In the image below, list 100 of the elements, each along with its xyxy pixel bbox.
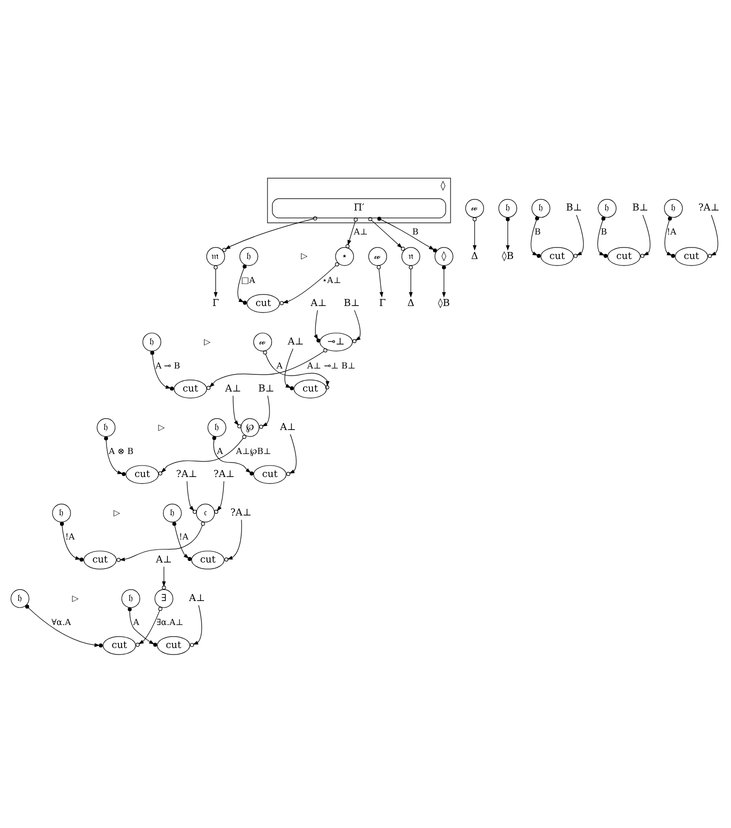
node-text: Γ [379,298,386,309]
node-text: ◊B [502,250,514,262]
node-circle: 𝓌 [465,199,484,218]
node-ellipse: cut [246,294,280,313]
arrow [376,265,384,298]
arrow [352,310,361,344]
arrow [346,218,358,248]
node-text: B⊥ [566,202,582,214]
node-circle: ℘ [240,418,260,437]
node-ellipse: cut [156,636,190,655]
arrow [60,522,84,562]
arrow [472,217,477,251]
arrow [128,607,158,647]
label: ▷ [114,507,120,518]
node-ellipse: cut [607,247,641,266]
arrow [442,265,446,298]
edge-label: A⊥ [354,226,368,236]
edge-label: B [600,226,607,236]
arrow [104,436,126,476]
node-text: B⊥ [344,298,360,309]
arrow [214,480,224,514]
arrow [368,217,405,251]
arrow [640,214,650,258]
edge-label: ∀α.A [51,617,71,628]
arrow [280,262,339,306]
node-text: Γ [212,298,220,309]
node-text: A⊥ [189,592,206,604]
arrow [214,265,218,298]
edge-label: A⊥℘B⊥ [236,446,272,456]
node-text: A⊥ [225,383,242,394]
node-text: ?A⊥ [214,468,235,480]
node-circle: 𝔥 [142,332,162,352]
node-ellipse: cut [540,247,574,266]
node-ellipse: cut [674,247,708,266]
arrow [286,434,297,476]
label: ▷ [204,336,211,346]
arrow [150,350,174,391]
arrow [162,566,166,590]
arrow [664,216,676,258]
arrow [232,395,242,428]
edge-label: A [276,360,283,371]
node-circle: 𝔥 [532,199,550,218]
node-circle: 𝔥 [498,199,518,218]
node-ellipse: cut [253,465,286,484]
arrow [116,522,205,562]
arrow [263,350,330,390]
edge-label: B [412,226,418,236]
node-ellipse: cut [126,465,159,484]
node-circle: 𝓌 [368,247,388,266]
arrow [190,604,202,647]
node-ellipse: cut [294,380,327,398]
arrow [224,519,242,562]
edge-label: !A [666,226,676,236]
label: ▷ [72,592,79,603]
arrow [377,216,437,252]
arrow [25,604,103,648]
arrow [136,606,162,647]
node-text: A⊥ [280,422,296,433]
node-circle: 𝔥 [598,199,616,218]
arrow [408,265,413,298]
node-text: A⊥ [288,336,304,348]
node-box: Π′ [272,198,446,218]
node-text: Δ [407,298,414,309]
node-text: B⊥ [258,383,274,394]
label: ▷ [158,422,165,432]
node-circle: 𝔥 [664,199,683,218]
arrow [530,216,541,258]
arrow [206,348,328,390]
node-circle: 𝔥 [96,418,116,437]
node-circle: 𝔠 [196,504,215,522]
edge-label: A⊥ ⊸⊥ B⊥ [307,360,356,371]
node-text: Δ [471,250,478,262]
node-ellipse: cut [102,636,136,655]
edge-label: B [534,226,541,236]
edge-label: ⋆A⊥ [322,275,342,286]
arrow [212,436,254,476]
node-text: A⊥ [310,298,327,309]
edge-label: A ⊸ B [156,360,180,371]
edge-label: !A [65,532,75,542]
node-circle: ∃ [154,589,174,608]
node-text: ◊B [438,298,450,309]
label: ▷ [300,250,308,261]
arrow [186,480,197,514]
edge-label: A [216,446,223,456]
node-text: ?A⊥ [230,507,252,518]
node-ellipse: cut [84,550,117,570]
arrow [259,395,270,429]
edge-label: A ⊗ B [108,446,134,456]
edge-label: ∃α.A⊥ [156,617,184,628]
arrow [238,264,247,305]
node-circle: 𝔥 [121,589,140,608]
node-circle: ◊ [434,247,454,266]
node-circle: 𝔥 [163,504,182,522]
node-text: ?A⊥ [176,468,198,480]
arrow [314,310,320,343]
arrow [172,522,192,561]
node-circle: 𝔥 [239,247,258,266]
node-text: A⊥ [156,554,172,566]
arrow [506,217,510,251]
node-circle: 𝔥 [52,504,71,522]
